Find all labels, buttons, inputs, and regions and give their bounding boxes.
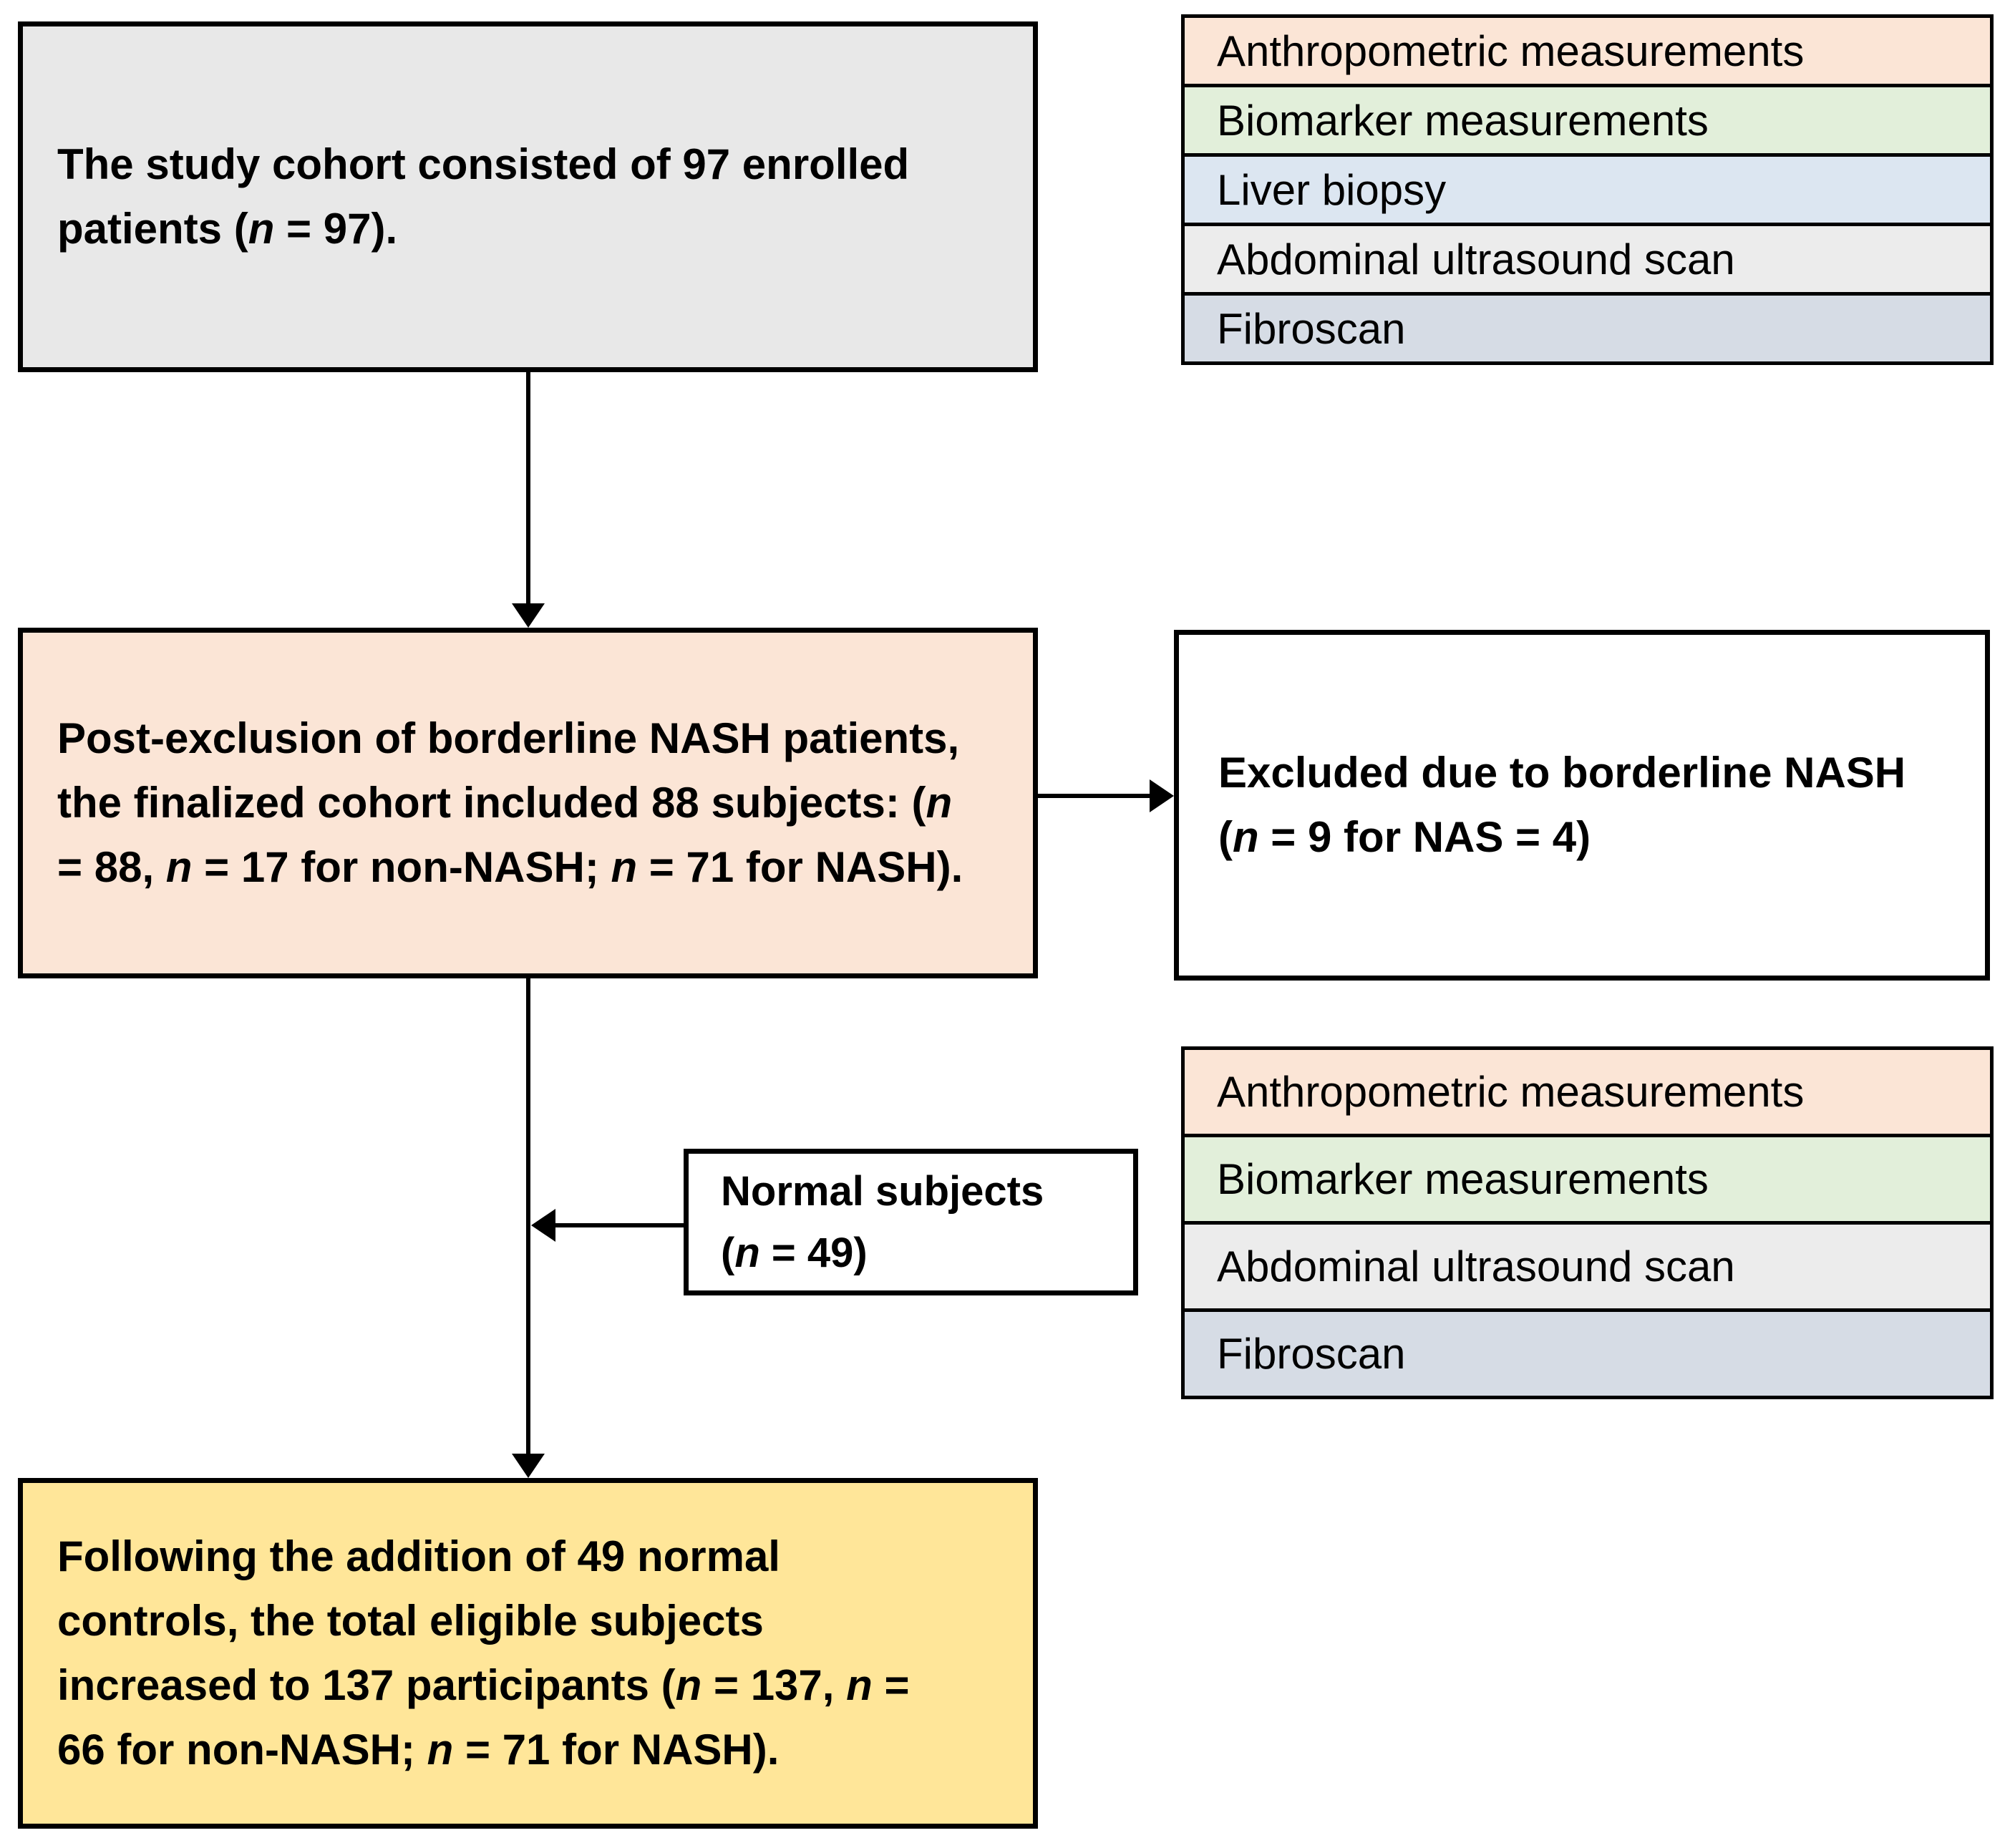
text-segment: controls, the total eligible subjects (57, 1597, 764, 1645)
text-segment: n (675, 1661, 702, 1709)
text-segment: = (872, 1661, 910, 1709)
text-segment: the finalized cohort included 88 subject… (57, 779, 926, 827)
post-exclusion-text: Post-exclusion of borderline NASH patien… (57, 706, 999, 900)
text-segment: n (248, 205, 275, 253)
arrow-postexclusion-to-excluded-line (1036, 794, 1155, 798)
list-item: Anthropometric measurements (1185, 18, 1990, 87)
text-segment: n (165, 843, 193, 891)
list-item: Abdominal ultrasound scan (1185, 226, 1990, 296)
text-segment: = 71 for NASH). (637, 843, 963, 891)
text-segment: n (427, 1726, 454, 1774)
text-segment: = 9 for NAS = 4) (1258, 813, 1591, 861)
text-segment: = 71 for NASH). (453, 1726, 780, 1774)
arrow-down-icon (512, 1454, 545, 1478)
arrow-postexclusion-to-final-line (526, 977, 530, 1455)
text-segment: n (1232, 813, 1259, 861)
text-segment: = 17 for non-NASH; (192, 843, 611, 891)
arrow-left-icon (531, 1209, 555, 1242)
final-cohort-text: Following the addition of 49 normal contr… (57, 1524, 999, 1782)
enrolled-cohort-text: The study cohort consisted of 97 enrolle… (57, 132, 999, 261)
list-item: Biomarker measurements (1185, 87, 1990, 157)
arrow-normal-to-mainline-line (553, 1223, 685, 1227)
text-segment: = 49) (759, 1229, 868, 1276)
normal-subjects-text: Normal subjects (n = 49) (721, 1161, 1101, 1284)
enrolled-cohort-box: The study cohort consisted of 97 enrolle… (18, 21, 1038, 372)
text-segment: = 88, (57, 843, 166, 891)
text-segment: ( (1218, 813, 1233, 861)
text-segment: The study cohort consisted of 97 enrolle… (57, 140, 910, 188)
list-item: Biomarker measurements (1185, 1137, 1990, 1225)
text-segment: Post-exclusion of borderline NASH patien… (57, 714, 960, 762)
arrow-down-icon (512, 603, 545, 628)
arrow-right-icon (1150, 779, 1174, 812)
text-segment: Excluded due to borderline NASH (1218, 749, 1906, 797)
list-item: Anthropometric measurements (1185, 1050, 1990, 1137)
text-segment: n (926, 779, 953, 827)
list-item: Fibroscan (1185, 1312, 1990, 1396)
list-item: Abdominal ultrasound scan (1185, 1225, 1990, 1312)
excluded-box: Excluded due to borderline NASH (n = 9 fo… (1174, 630, 1990, 981)
list-item: Liver biopsy (1185, 157, 1990, 226)
text-segment: n (611, 843, 638, 891)
text-segment: ( (721, 1229, 735, 1276)
text-segment: patients ( (57, 205, 248, 253)
text-segment: = 97). (274, 205, 398, 253)
normal-subjects-box: Normal subjects (n = 49) (684, 1149, 1138, 1295)
post-exclusion-box: Post-exclusion of borderline NASH patien… (18, 628, 1038, 978)
text-segment: n (734, 1229, 760, 1276)
excluded-text: Excluded due to borderline NASH (n = 9 fo… (1218, 741, 1946, 870)
list-item: Fibroscan (1185, 296, 1990, 361)
final-cohort-box: Following the addition of 49 normal contr… (18, 1478, 1038, 1829)
text-segment: n (846, 1661, 873, 1709)
text-segment: Normal subjects (721, 1167, 1044, 1215)
text-segment: Following the addition of 49 normal (57, 1532, 780, 1580)
text-segment: = 137, (701, 1661, 847, 1709)
arrow-cohort-to-postexclusion-line (526, 371, 530, 607)
text-segment: increased to 137 participants ( (57, 1661, 676, 1709)
text-segment: 66 for non-NASH; (57, 1726, 427, 1774)
